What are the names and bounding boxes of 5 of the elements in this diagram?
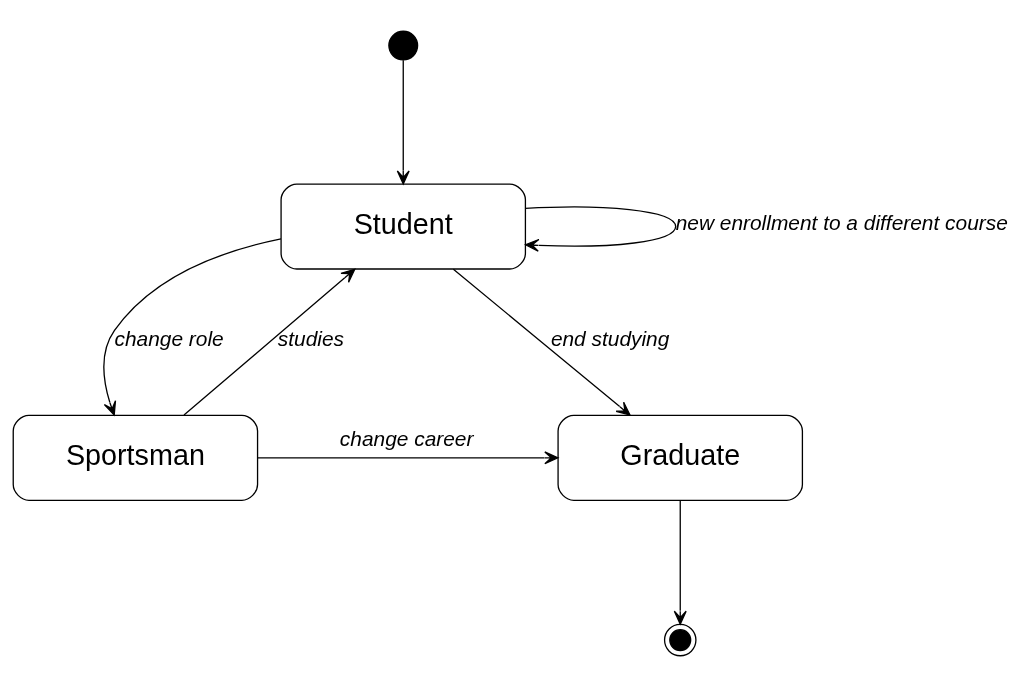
edge-label: studies [277,326,345,350]
edge-label: new enrollment to a different course [675,211,1008,235]
edge-label: change career [339,426,474,450]
edge-label: change role [114,326,224,350]
edge-label: end studying [550,326,670,350]
